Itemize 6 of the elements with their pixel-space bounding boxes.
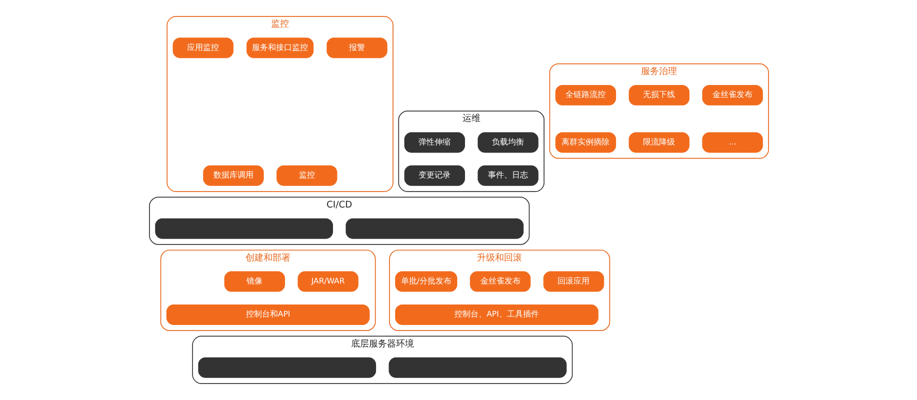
node-box <box>345 218 524 239</box>
node-box <box>198 357 376 378</box>
node-box <box>154 218 332 239</box>
cluster: 底层服务器环境 <box>192 336 572 384</box>
node-box <box>388 357 566 378</box>
cluster: CI/CD <box>148 196 530 245</box>
